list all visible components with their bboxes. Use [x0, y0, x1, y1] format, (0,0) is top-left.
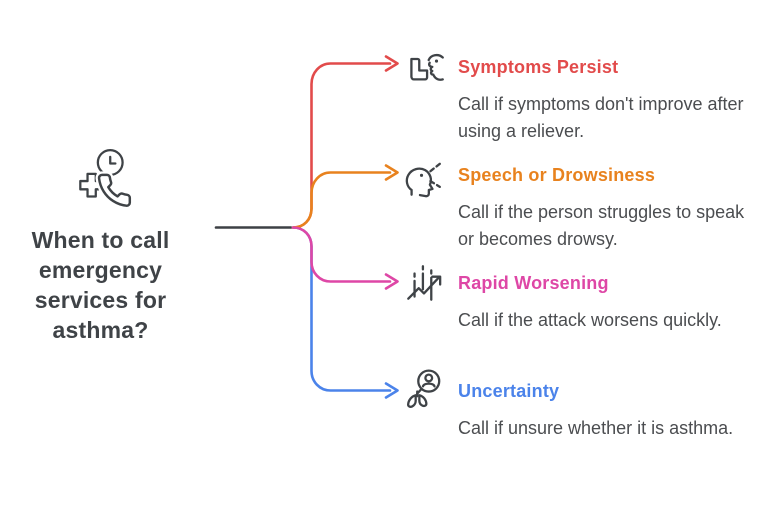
rising-chart-icon — [402, 261, 448, 307]
branch-line-symptoms — [291, 62, 392, 229]
branch-rapid-worsening: Rapid Worsening — [458, 272, 750, 294]
branch-speech-or-drowsiness: Speech or Drowsiness — [458, 164, 750, 186]
branch-line-speech — [291, 171, 392, 229]
arrowhead-symptoms — [384, 55, 399, 72]
branch-title-symptoms-persist: Symptoms Persist — [458, 57, 619, 77]
arrowhead-worsening — [384, 273, 399, 290]
branch-title-uncertainty: Uncertainty — [458, 381, 560, 401]
emergency-call-clock-icon — [70, 146, 136, 212]
branch-desc-speech-or-drowsiness: Call if the person struggles to speak or… — [458, 202, 745, 249]
central-question: When to call emergency services for asth… — [31, 227, 170, 343]
arrowhead-speech — [384, 164, 399, 181]
branch-line-uncertainty — [291, 226, 392, 392]
branch-symptoms-persist: Symptoms Persist — [458, 56, 750, 78]
arrowhead-uncertainty — [384, 382, 399, 399]
inhaler-icon — [402, 47, 448, 93]
head-speech-icon — [398, 156, 444, 202]
branch-desc-rapid-worsening: Call if the attack worsens quickly. — [458, 310, 722, 330]
lungs-magnifier-icon — [400, 367, 446, 413]
branch-title-rapid-worsening: Rapid Worsening — [458, 273, 609, 293]
branch-desc-uncertainty: Call if unsure whether it is asthma. — [458, 418, 734, 438]
branch-title-speech-or-drowsiness: Speech or Drowsiness — [458, 165, 656, 185]
branch-uncertainty: Uncertainty — [458, 380, 750, 402]
branch-desc-symptoms-persist: Call if symptoms don't improve after usi… — [458, 94, 744, 141]
branch-line-worsening — [291, 226, 392, 283]
